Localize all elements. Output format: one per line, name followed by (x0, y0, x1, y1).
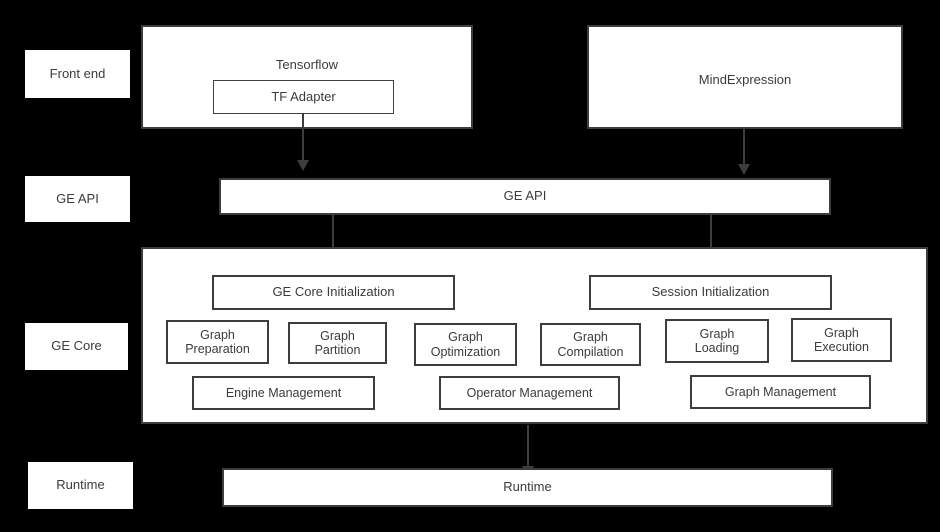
manager-box-graph-management-label: Graph Management (724, 384, 837, 399)
stage-box-graph-partition: Graph Partition (288, 322, 387, 364)
stage-box-graph-compilation-line2: Compilation (557, 344, 624, 359)
manager-box-graph-management: Graph Management (690, 375, 871, 409)
ge-core-initialization-box: GE Core Initialization (212, 275, 455, 310)
stage-box-graph-preparation-line1: Graph (200, 327, 235, 342)
manager-box-engine-management: Engine Management (192, 376, 375, 410)
ge-api-bar: GE API (219, 178, 831, 215)
stage-label-front-end: Front end (25, 50, 130, 98)
ge-core-initialization-label: GE Core Initialization (272, 284, 395, 300)
stage-label-ge-core-text: GE Core (51, 338, 102, 354)
mindexpression-container: MindExpression (587, 25, 903, 129)
stage-label-runtime-text: Runtime (56, 477, 105, 493)
stage-box-graph-partition-line1: Graph (320, 328, 355, 343)
tf-adapter-label: TF Adapter (271, 88, 336, 104)
stage-box-graph-loading: Graph Loading (665, 319, 769, 363)
stage-label-front-end-text: Front end (49, 65, 106, 81)
session-initialization-label: Session Initialization (651, 284, 770, 300)
manager-box-engine-management-label: Engine Management (225, 385, 342, 400)
stage-label-runtime: Runtime (28, 462, 133, 509)
runtime-bar: Runtime (222, 468, 833, 507)
stage-box-graph-compilation: Graph Compilation (540, 323, 641, 366)
stage-label-ge-core: GE Core (25, 323, 128, 370)
tensorflow-title: Tensorflow (275, 57, 339, 72)
session-initialization-box: Session Initialization (589, 275, 832, 310)
stage-box-graph-partition-line2: Partition (314, 343, 361, 357)
tf-adapter-box: TF Adapter (213, 80, 394, 114)
stage-box-graph-optimization-line1: Graph (448, 330, 483, 345)
stage-box-graph-loading-line2: Loading (694, 341, 740, 355)
stage-box-graph-execution: Graph Execution (791, 318, 892, 362)
stage-box-graph-optimization: Graph Optimization (414, 323, 517, 366)
stage-label-ge-api: GE API (25, 176, 130, 222)
stage-box-graph-loading-line1: Graph (699, 326, 735, 341)
mindexpression-title: MindExpression (698, 72, 792, 87)
runtime-bar-label: Runtime (503, 479, 552, 495)
stage-label-ge-api-text: GE API (56, 190, 99, 206)
stage-box-graph-optimization-line2: Optimization (430, 344, 501, 359)
stage-box-graph-execution-line2: Execution (814, 340, 869, 354)
stage-box-graph-preparation-line2: Preparation (185, 342, 250, 356)
ge-api-bar-label: GE API (503, 188, 547, 204)
manager-box-operator-management: Operator Management (439, 376, 620, 410)
stage-box-graph-compilation-line1: Graph (573, 330, 608, 345)
stage-box-graph-preparation: Graph Preparation (166, 320, 269, 364)
manager-box-operator-management-label: Operator Management (466, 385, 593, 400)
stage-box-graph-execution-line1: Graph (824, 325, 859, 340)
